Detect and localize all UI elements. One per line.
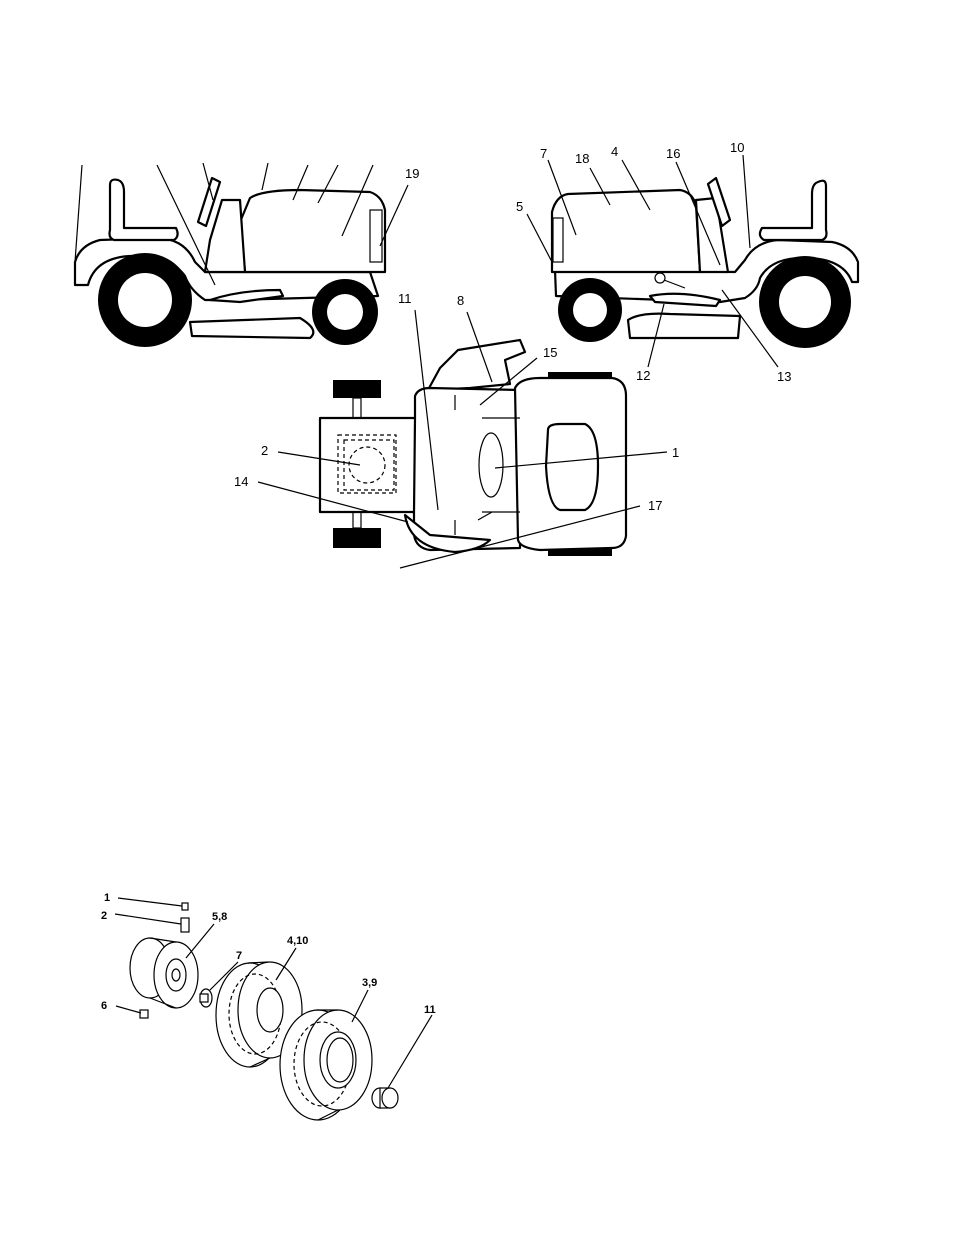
tractor-left-side-view: 19 — [75, 163, 419, 347]
label-12: 12 — [636, 368, 650, 383]
label-19: 19 — [405, 166, 419, 181]
label-13: 13 — [777, 369, 791, 384]
wheel-label-11: 11 — [424, 1004, 436, 1016]
wheel-label-1: 1 — [104, 892, 110, 904]
wheel-label-3-9: 3,9 — [362, 977, 377, 989]
label-11: 11 — [398, 291, 412, 306]
tractor-right-side-view: 7 18 4 16 10 5 12 13 — [516, 140, 858, 384]
label-18: 18 — [575, 151, 589, 166]
wheel-label-6: 6 — [101, 1000, 107, 1012]
label-8: 8 — [457, 293, 464, 308]
label-15: 15 — [543, 345, 557, 360]
label-1: 1 — [672, 445, 679, 460]
wheel-label-2: 2 — [101, 910, 107, 922]
wheel-exploded-view: 1 2 5,8 7 4,10 3,9 6 11 — [101, 892, 436, 1120]
wheel-label-7: 7 — [236, 950, 242, 962]
label-5: 5 — [516, 199, 523, 214]
label-2: 2 — [261, 443, 268, 458]
wheel-label-4-10: 4,10 — [287, 935, 308, 947]
label-4: 4 — [611, 144, 618, 159]
label-10: 10 — [730, 140, 744, 155]
label-7: 7 — [540, 146, 547, 161]
label-14: 14 — [234, 474, 248, 489]
label-16: 16 — [666, 146, 680, 161]
wheel-label-5-8: 5,8 — [212, 911, 227, 923]
label-17: 17 — [648, 498, 662, 513]
